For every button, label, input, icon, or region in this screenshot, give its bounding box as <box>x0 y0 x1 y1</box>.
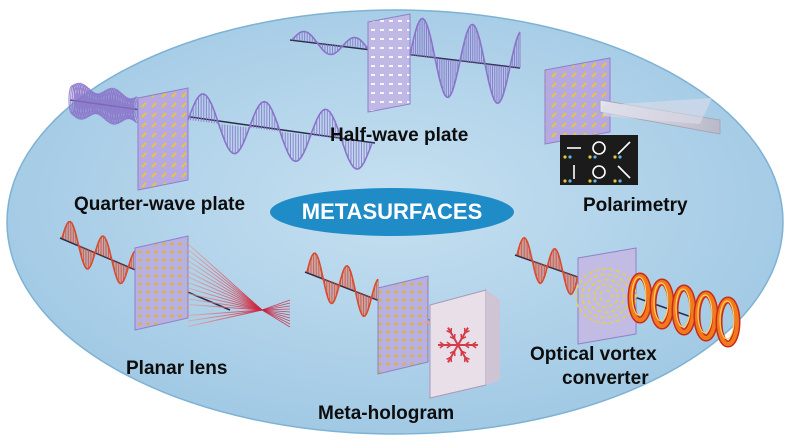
label-optical-vortex: Optical vortex <box>530 344 657 366</box>
label-meta-hologram: Meta-hologram <box>318 403 454 425</box>
center-title: METASURFACES <box>270 192 514 232</box>
label-half-wave-plate: Half-wave plate <box>330 125 468 147</box>
label-converter: converter <box>562 368 649 390</box>
label-planar-lens: Planar lens <box>126 358 227 380</box>
label-polarimetry: Polarimetry <box>583 195 688 217</box>
label-quarter-wave-plate: Quarter-wave plate <box>74 194 245 216</box>
